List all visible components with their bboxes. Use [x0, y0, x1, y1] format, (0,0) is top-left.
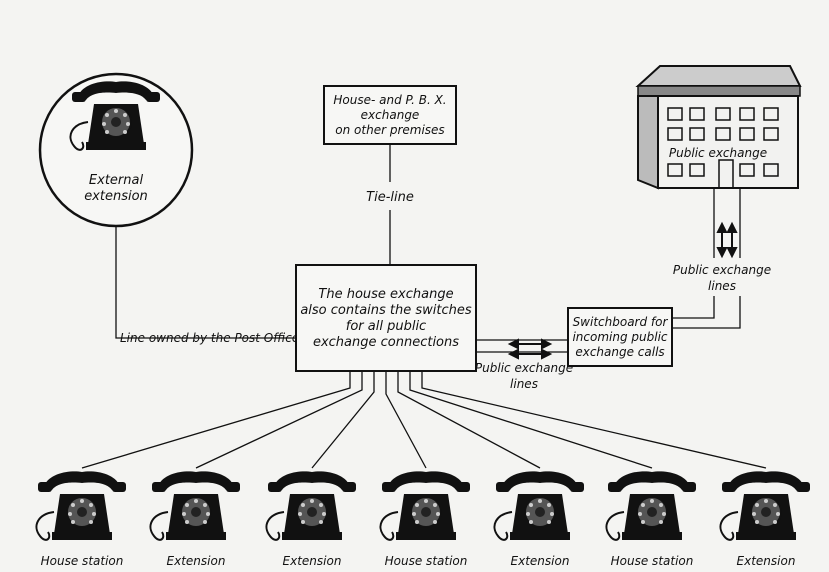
up-down-arrow-icon: [716, 221, 738, 259]
public-exchange-lines-bottom-1: Public exchange: [475, 361, 573, 375]
house-exchange-label-2: also contains the switches: [300, 303, 472, 318]
station-label: Extension: [511, 554, 570, 568]
station-label: House station: [611, 554, 694, 568]
telephone-icon: [493, 470, 585, 541]
station-7: Extension: [719, 470, 811, 568]
station-3: Extension: [265, 470, 357, 568]
pbx-other-premises-box: [323, 85, 457, 145]
tie-line-label: Tie-line: [366, 190, 414, 205]
house-exchange-label-3: for all public: [346, 319, 426, 334]
station-1: House station: [35, 470, 127, 568]
left-right-arrow-icon: [507, 338, 553, 360]
switchboard-label-1: Switchboard for: [573, 315, 669, 329]
public-exchange-lines-bottom-2: lines: [510, 377, 538, 391]
pbx-label-1: House- and P. B. X.: [333, 93, 446, 107]
telephone-icon: [379, 470, 471, 541]
station-5: Extension: [493, 470, 585, 568]
pbx-label-2: exchange: [361, 108, 420, 122]
house-exchange-box: [295, 264, 477, 372]
switchboard-box: [567, 307, 673, 367]
telephone-icon: [265, 470, 357, 541]
station-label: House station: [41, 554, 124, 568]
post-office-line: [115, 226, 295, 339]
wire-station-5: [397, 371, 541, 469]
house-exchange-label-1: The house exchange: [318, 287, 453, 302]
public-exchange-label: Public exchange: [669, 146, 767, 160]
switchboard-label-2: incoming public: [572, 330, 667, 344]
wire-station-2: [195, 371, 363, 469]
exchange-line-1-lower: [672, 296, 715, 319]
house-exchange-label-4: exchange connections: [313, 335, 459, 350]
telephone-icon: [719, 470, 811, 541]
pbx-label-3: on other premises: [335, 123, 444, 137]
public-exchange-lines-top-1: Public exchange: [673, 263, 771, 277]
station-label: House station: [385, 554, 468, 568]
external-extension-label: External: [89, 173, 144, 188]
station-6: House station: [605, 470, 697, 568]
switchboard-label-3: exchange calls: [575, 345, 664, 359]
wire-station-1: [81, 371, 351, 469]
station-label: Extension: [737, 554, 796, 568]
public-exchange-building-icon: [635, 65, 802, 190]
telephone-icon: [149, 470, 241, 541]
telephone-icon: [35, 470, 127, 541]
telephone-icon: [605, 470, 697, 541]
station-label: Extension: [167, 554, 226, 568]
exchange-line-2-lower: [672, 296, 741, 329]
public-exchange-lines-top-2: lines: [708, 279, 736, 293]
station-label: Extension: [283, 554, 342, 568]
wire-station-4: [385, 371, 427, 469]
external-extension-label-2: extension: [84, 189, 148, 204]
station-4: House station: [379, 470, 471, 568]
wire-station-3: [311, 371, 375, 469]
line-owned-label: Line owned by the Post Office: [120, 331, 299, 345]
station-wires: [81, 371, 767, 469]
wire-station-6: [409, 371, 653, 469]
wire-station-7: [421, 371, 767, 469]
station-2: Extension: [149, 470, 241, 568]
